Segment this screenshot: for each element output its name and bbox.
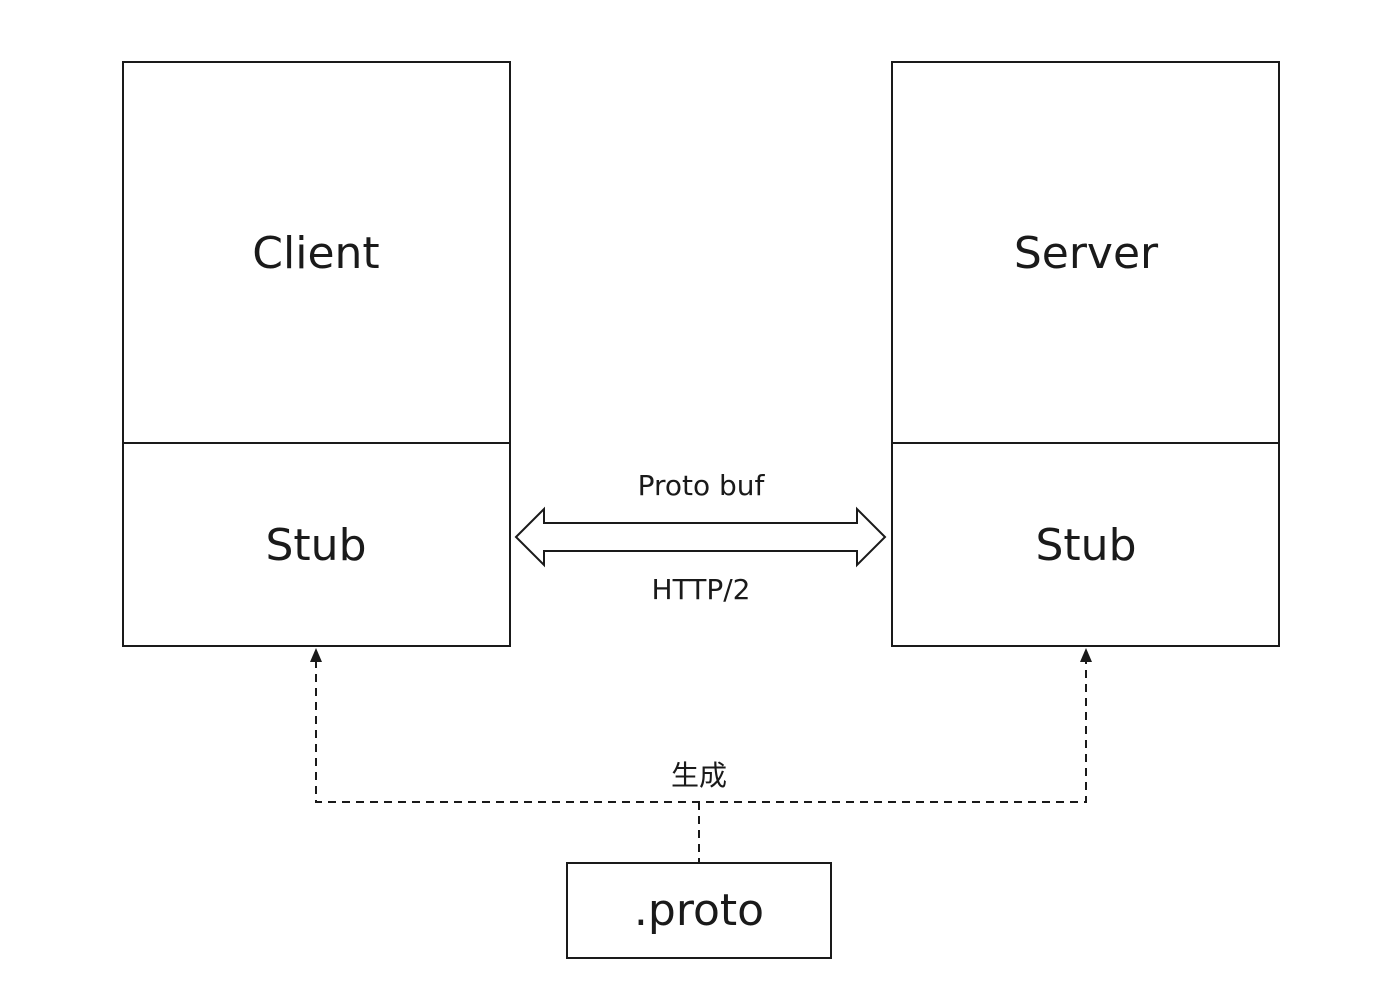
double-headed-arrow-icon — [514, 506, 887, 568]
client-stub-label: Stub — [266, 520, 367, 571]
generation-connector: 生成 — [310, 648, 1092, 862]
arrow-up-icon-server — [1080, 648, 1092, 662]
client-title: Client — [252, 228, 379, 279]
proto-file-label: .proto — [634, 885, 764, 936]
generate-label: 生成 — [671, 759, 727, 792]
server-outline — [891, 61, 1280, 647]
generation-dashed-line — [315, 660, 1087, 803]
http2-label: HTTP/2 — [652, 573, 751, 606]
server-stub-label: Stub — [1036, 520, 1137, 571]
server-box: Server Stub — [891, 61, 1280, 647]
bidirectional-arrow: Proto buf HTTP/2 — [514, 469, 887, 606]
client-box: Client Stub — [122, 61, 511, 647]
proto-file-box: .proto — [566, 862, 832, 959]
proto-outline — [566, 862, 832, 959]
client-outline — [122, 61, 511, 647]
server-title: Server — [1014, 228, 1159, 279]
protobuf-label: Proto buf — [638, 469, 766, 502]
arrow-up-icon-client — [310, 648, 322, 662]
